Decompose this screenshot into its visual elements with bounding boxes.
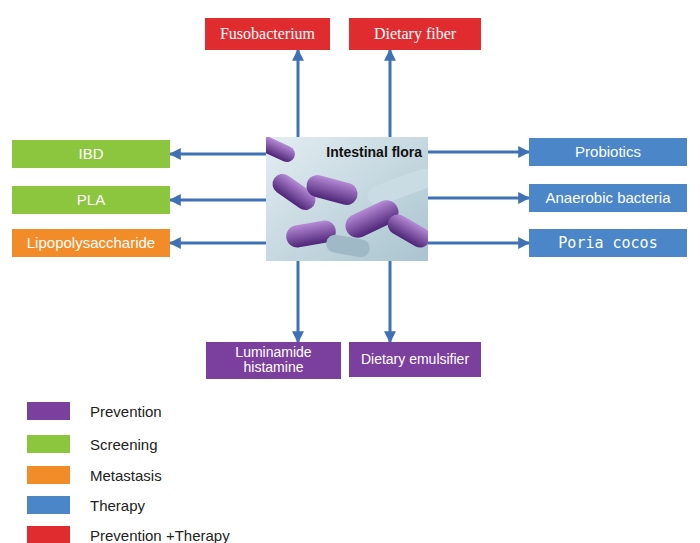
node-label: Dietary emulsifier xyxy=(361,352,469,367)
legend-row: Therapy xyxy=(27,495,145,515)
legend-swatch xyxy=(27,402,70,420)
prevention-therapy-box: Dietary fiber xyxy=(349,18,481,50)
legend-label: Therapy xyxy=(90,497,145,514)
arrow-connector xyxy=(297,261,300,342)
screening-box: IBD xyxy=(12,140,170,168)
node-label: PLA xyxy=(77,192,105,209)
node-label: IBD xyxy=(78,146,103,163)
arrow-connector xyxy=(170,199,266,202)
legend-row: Prevention +Therapy xyxy=(27,525,230,543)
legend-swatch xyxy=(27,526,70,543)
legend-row: Metastasis xyxy=(27,465,162,485)
arrow-connector xyxy=(297,50,300,137)
legend-label: Screening xyxy=(90,436,158,453)
legend-label: Prevention xyxy=(90,403,162,420)
legend-swatch xyxy=(27,466,70,484)
node-label: Probiotics xyxy=(575,144,641,161)
arrow-connector xyxy=(170,242,266,245)
legend-row: Prevention xyxy=(27,401,162,421)
legend-row: Screening xyxy=(27,434,158,454)
node-label: Fusobacterium xyxy=(220,25,315,43)
legend-swatch xyxy=(27,435,70,453)
node-label: Anaerobic bacteria xyxy=(545,190,670,207)
node-label: Poria cocos xyxy=(558,235,657,252)
arrow-connector xyxy=(428,151,529,154)
node-label: Lipopolysaccharide xyxy=(27,235,155,252)
arrow-connector xyxy=(428,197,529,200)
screening-box: PLA xyxy=(12,186,170,214)
arrow-connector xyxy=(389,50,392,137)
metastasis-box: Lipopolysaccharide xyxy=(12,229,170,257)
node-label: Intestinal flora xyxy=(326,145,422,160)
center-box: Intestinal flora xyxy=(266,137,428,261)
node-label: Luminamide histamine xyxy=(212,345,335,376)
prevention-box: Dietary emulsifier xyxy=(349,342,481,377)
arrow-connector xyxy=(428,242,529,245)
prevention-therapy-box: Fusobacterium xyxy=(205,18,330,50)
legend-swatch xyxy=(27,496,70,514)
legend-label: Metastasis xyxy=(90,467,162,484)
arrow-connector xyxy=(170,153,266,156)
node-label: Dietary fiber xyxy=(374,25,456,43)
arrow-connector xyxy=(389,261,392,342)
therapy-box: Poria cocos xyxy=(529,229,687,257)
therapy-box: Anaerobic bacteria xyxy=(529,184,687,212)
prevention-box: Luminamide histamine xyxy=(206,342,341,379)
therapy-box: Probiotics xyxy=(529,138,687,166)
legend-label: Prevention +Therapy xyxy=(90,527,230,543)
